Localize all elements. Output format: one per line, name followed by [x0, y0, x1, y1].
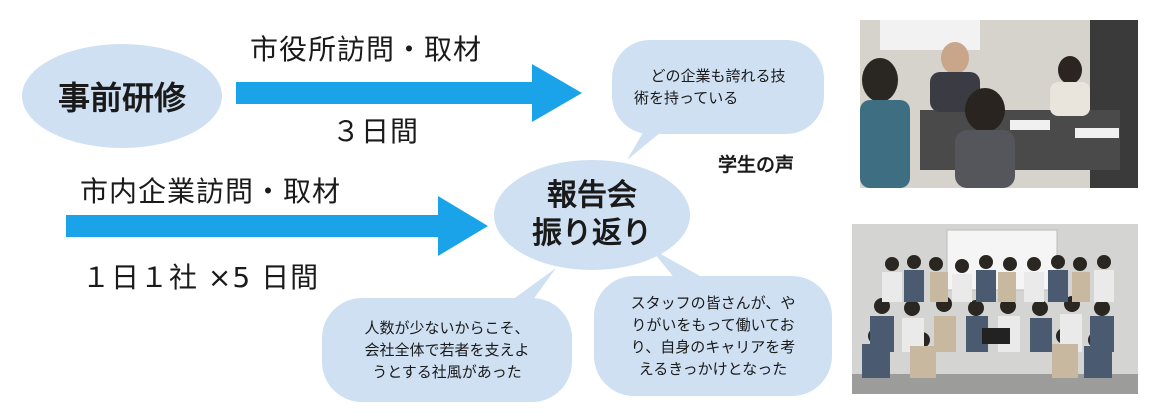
- photo-meeting: [860, 20, 1138, 188]
- label-student-voice: 学生の声: [718, 154, 795, 176]
- bubble-br-line2: りがいをもって働いてお: [631, 316, 795, 334]
- bubble-br-line3: り、自身のキャリアを考: [630, 338, 796, 356]
- bubble-bl-line1: 人数が少ないからこそ、: [364, 319, 530, 337]
- bubble-bottom-right: スタッフの皆さんが、や りがいをもって働いてお り、自身のキャリアを考 えるきっ…: [594, 276, 832, 396]
- bubble-br-line4: えるきっかけとなった: [638, 360, 788, 378]
- photo-meeting-illustration: [860, 20, 1138, 188]
- label-city-visit: 市役所訪問・取材: [250, 33, 483, 66]
- arrow-company-visit: [66, 196, 488, 256]
- arrow-city-visit: [236, 64, 582, 122]
- bubble-bl-line2: 会社全体で若者を支えよ: [364, 341, 530, 359]
- label-company-visit: 市内企業訪問・取材: [80, 175, 342, 208]
- photo-group: [852, 224, 1138, 394]
- node-pretraining-label: 事前研修: [57, 79, 186, 117]
- node-report: 報告会 振り返り: [494, 160, 690, 270]
- bubble-top-line1: どの企業も誇れる技: [650, 67, 786, 85]
- node-report-line2: 振り返り: [532, 216, 652, 251]
- bubble-bl-line3: うとする社風があった: [372, 363, 522, 381]
- node-pretraining: 事前研修: [22, 44, 222, 148]
- label-city-days: ３日間: [332, 115, 420, 148]
- bubble-br-line1: スタッフの皆さんが、や: [630, 294, 796, 312]
- bubble-top-line2: 術を持っている: [634, 89, 739, 107]
- node-report-line1: 報告会: [547, 178, 637, 213]
- photo-group-illustration: [852, 224, 1138, 394]
- bubble-bottom-left: 人数が少ないからこそ、 会社全体で若者を支えよ うとする社風があった: [322, 298, 572, 402]
- bubble-top: どの企業も誇れる技 術を持っている: [612, 40, 824, 134]
- label-company-days: １日１社 ×5 日間: [82, 261, 320, 294]
